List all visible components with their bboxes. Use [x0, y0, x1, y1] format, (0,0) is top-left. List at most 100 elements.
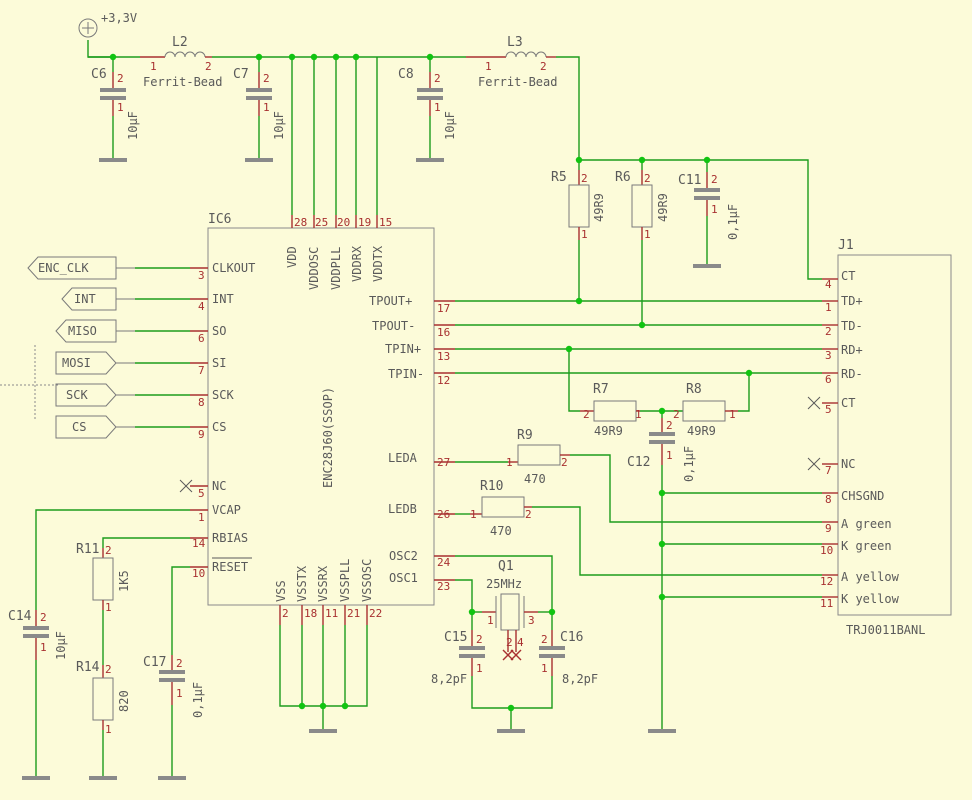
- c15-pin2: 2: [476, 633, 483, 646]
- pin-4: 4: [198, 300, 205, 313]
- l2-value: Ferrit-Bead: [143, 75, 222, 89]
- j1-pin-10: 10: [820, 544, 833, 557]
- l3-pin1: 1: [485, 60, 492, 73]
- pin-3: 3: [198, 269, 205, 282]
- pin-rbias-label: RBIAS: [212, 531, 248, 545]
- res-r8[interactable]: R8 2 1 49R9: [673, 382, 738, 438]
- res-r14[interactable]: R14 2 1 820: [76, 660, 131, 736]
- crystal-q1[interactable]: Q1 25MHz 1 2 3 4: [482, 559, 538, 661]
- res-r6[interactable]: R6 2 1 49R9: [615, 170, 670, 241]
- port-stubs: [116, 267, 135, 428]
- pin-vcap-label: VCAP: [212, 503, 241, 517]
- pin-vddtx-label: VDDTX: [371, 245, 385, 282]
- c14-ref: C14: [8, 609, 32, 624]
- power-symbol-3v3[interactable]: +3,3V: [78, 11, 137, 38]
- pin-vssrx-label: VSSRX: [316, 565, 330, 602]
- pin-osc2-label: OSC2: [389, 549, 418, 563]
- j1-pin-7: 7: [825, 464, 832, 477]
- port-enc-clk[interactable]: ENC_CLK: [27, 256, 117, 280]
- res-r9[interactable]: R9 1 2 470: [506, 428, 570, 486]
- c7-ref: C7: [233, 67, 249, 82]
- c14-pin1: 1: [40, 641, 47, 654]
- jack-j1[interactable]: J1 TRJ0011BANL: [837, 238, 952, 637]
- res-r11[interactable]: R11 2 1 1K5: [76, 542, 131, 614]
- j1-rdp-label: RD+: [841, 343, 863, 357]
- j1-pin-8: 8: [825, 493, 832, 506]
- c11-ref: C11: [678, 173, 701, 188]
- port-miso[interactable]: MISO: [55, 319, 117, 343]
- c6-value: 10µF: [126, 111, 140, 140]
- pin-vddosc-label: VDDOSC: [307, 247, 321, 290]
- cap-c15[interactable]: C15 2 1 8,2pF: [431, 630, 485, 686]
- port-sck[interactable]: SCK: [55, 383, 117, 407]
- j1-agreen-label: A green: [841, 517, 892, 531]
- c6-pin2: 2: [117, 72, 124, 85]
- r10-value: 470: [490, 524, 512, 538]
- wires: [0, 40, 822, 770]
- j1-tdn-label: TD-: [841, 319, 863, 333]
- pin-14: 14: [192, 537, 206, 550]
- r5-value: 49R9: [592, 193, 606, 222]
- pin-vssosc-label: VSSOSC: [360, 559, 374, 602]
- r6-pin1: 1: [644, 228, 651, 241]
- r5-pin2: 2: [581, 172, 588, 185]
- c7-pin2: 2: [263, 72, 270, 85]
- res-r7[interactable]: R7 2 1 49R9: [580, 382, 642, 438]
- cap-c7[interactable]: C7 2 1 10µF: [233, 67, 286, 158]
- pin-vsstx-label: VSSTX: [295, 565, 309, 602]
- cap-c8[interactable]: C8 2 1 10µF: [398, 67, 457, 158]
- j1-pin-3: 3: [825, 349, 832, 362]
- c11-value: 0,1µF: [726, 204, 740, 240]
- r6-ref: R6: [615, 170, 631, 185]
- cap-c17[interactable]: C17 2 1 0,1µF: [143, 655, 205, 718]
- port-cs[interactable]: CS: [55, 415, 117, 439]
- r9-value: 470: [524, 472, 546, 486]
- c16-pin1: 1: [541, 662, 548, 675]
- ic-enc28j60[interactable]: IC6 ENC28J60(SSOP): [207, 212, 435, 606]
- j1-ct-label: CT: [841, 269, 855, 283]
- res-r5[interactable]: R5 2 1 49R9: [551, 170, 606, 241]
- r14-pin1: 1: [105, 723, 112, 736]
- r10-pin2: 2: [525, 508, 532, 521]
- j1-kyellow-label: K yellow: [841, 592, 900, 606]
- port-mosi[interactable]: MOSI: [55, 351, 117, 375]
- pin-1: 1: [198, 511, 205, 524]
- r7-ref: R7: [593, 382, 609, 397]
- pin-si-label: SI: [212, 356, 226, 370]
- c6-pin1: 1: [117, 101, 124, 114]
- pin-24: 24: [437, 556, 451, 569]
- pin-11: 11: [325, 607, 338, 620]
- ferrite-l3[interactable]: L3 Ferrit-Bead 1 2: [466, 35, 557, 89]
- l2-pin1: 1: [150, 60, 157, 73]
- j1-pin-5: 5: [825, 403, 832, 416]
- port-int[interactable]: INT: [61, 287, 117, 311]
- ferrite-l2[interactable]: L2 Ferrit-Bead 1 2: [140, 35, 222, 89]
- c17-value: 0,1µF: [191, 682, 205, 718]
- pin-leda-label: LEDA: [388, 451, 418, 465]
- cap-c14[interactable]: C14 2 1 10µF: [8, 609, 68, 660]
- q1-ref: Q1: [498, 559, 514, 574]
- j1-pin-1: 1: [825, 301, 832, 314]
- ground-symbols: [22, 158, 721, 780]
- pin-23: 23: [437, 580, 450, 593]
- cap-c16[interactable]: C16 2 1 8,2pF: [539, 630, 598, 686]
- q1-pin3: 3: [528, 614, 535, 627]
- pin-tpoutn-label: TPOUT-: [372, 319, 415, 333]
- r11-pin2: 2: [105, 544, 112, 557]
- cap-c6[interactable]: C6 2 1 10µF: [91, 67, 140, 158]
- ic-right-pins: 17 16 13 12 27 26 24 23 TPOUT+ TPOUT- TP…: [369, 294, 455, 593]
- port-enc-clk-label: ENC_CLK: [38, 261, 89, 275]
- pin-16: 16: [437, 326, 450, 339]
- res-r10[interactable]: R10 1 2 470: [470, 479, 532, 538]
- pin-vdd-label: VDD: [285, 246, 299, 268]
- j1-kgreen-label: K green: [841, 539, 892, 553]
- j1-tdp-label: TD+: [841, 294, 863, 308]
- cap-c12[interactable]: C12 2 1 0,1µF: [627, 418, 696, 482]
- ic-value: ENC28J60(SSOP): [321, 387, 335, 488]
- pin-vddpll-label: VDDPLL: [329, 247, 343, 290]
- c8-pin1: 1: [434, 101, 441, 114]
- c16-ref: C16: [560, 630, 583, 645]
- cap-c11[interactable]: C11 2 1 0,1µF: [678, 172, 740, 264]
- c17-pin1: 1: [176, 687, 183, 700]
- j1-rdn-label: RD-: [841, 367, 863, 381]
